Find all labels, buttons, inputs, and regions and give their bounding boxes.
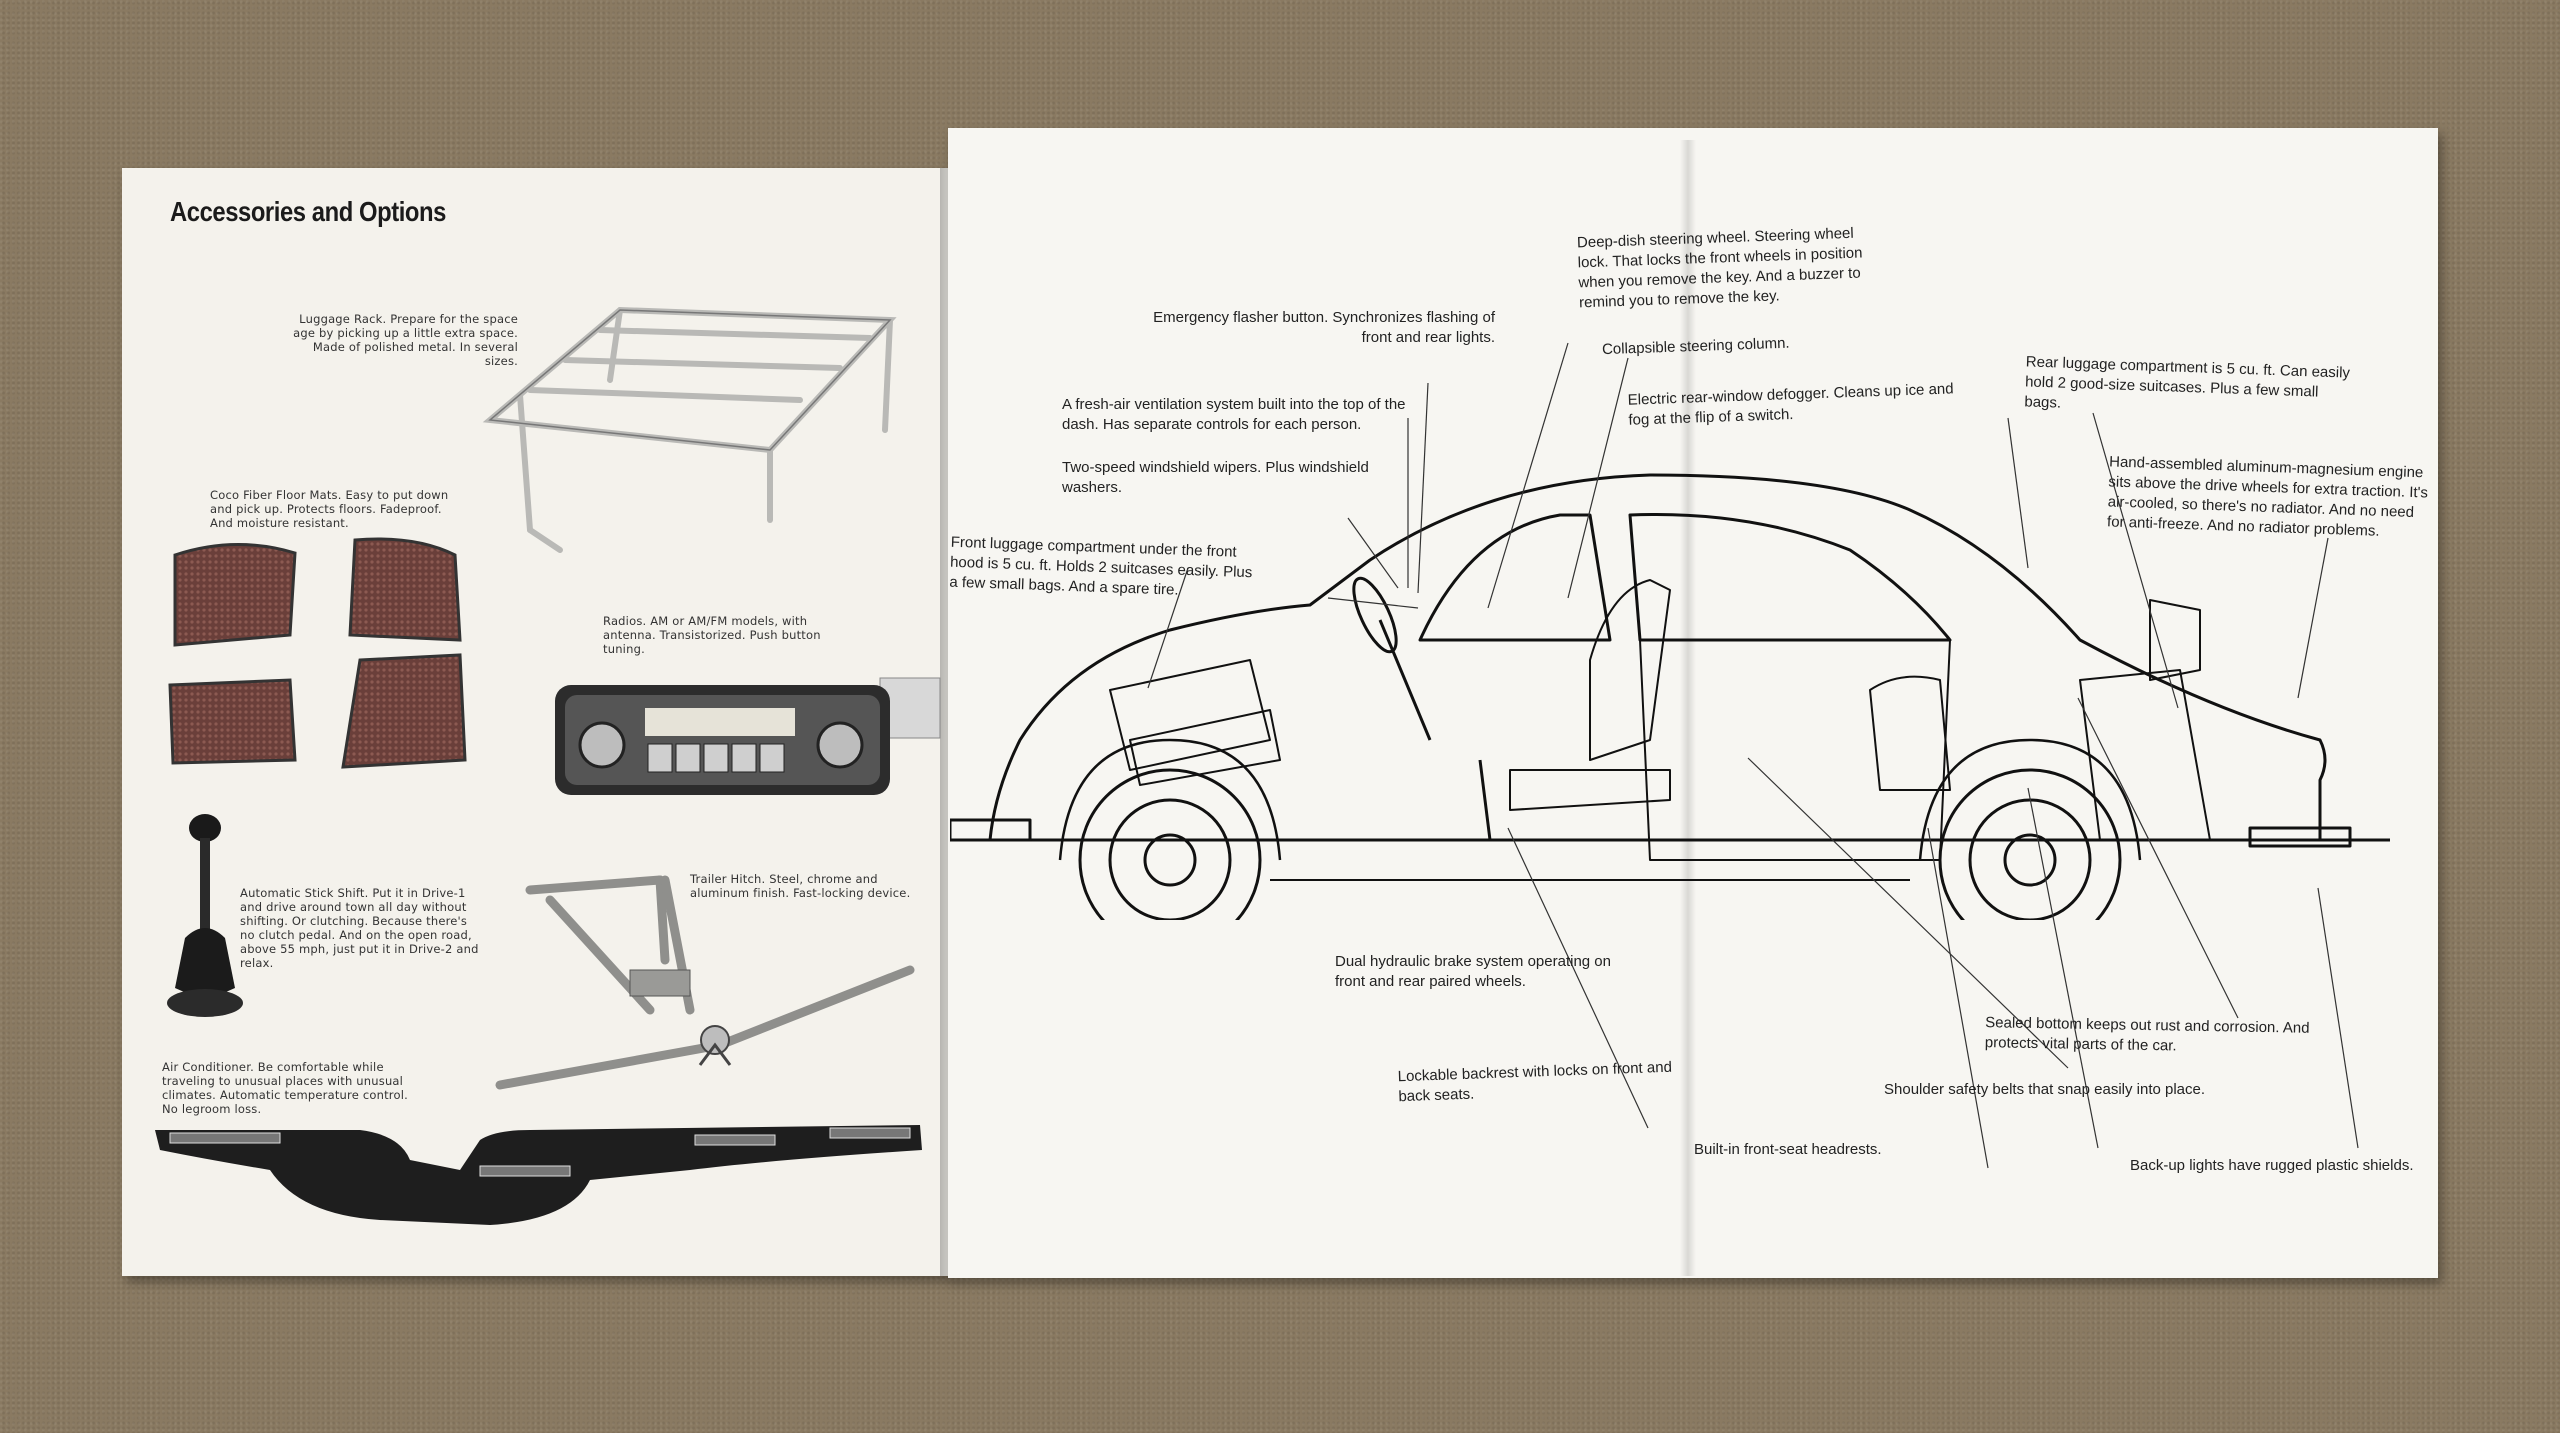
trailer-hitch-caption: Trailer Hitch. Steel, chrome and aluminu…	[690, 872, 911, 900]
car-cutaway-diagram	[950, 473, 2390, 920]
radio-image	[555, 677, 941, 795]
stick-shift-caption: Automatic Stick Shift. Put it in Drive-1…	[240, 886, 479, 970]
trailer-hitch-image	[495, 875, 915, 1090]
car-cutaway-spread	[948, 128, 2438, 1278]
rear-luggage-label: Rear luggage compartment is 5 cu. ft. Ca…	[2024, 353, 2351, 412]
engine-label: Hand-assembled aluminum-magnesium engine…	[2106, 453, 2429, 540]
luggage-rack-caption: Luggage Rack. Prepare for the space age …	[293, 312, 518, 368]
page-title: Accessories and Options	[170, 196, 446, 227]
air-conditioner-caption: Air Conditioner. Be comfortable while tr…	[162, 1060, 408, 1116]
brake-system-label: Dual hydraulic brake system operating on…	[1335, 953, 1611, 990]
spread-fold	[1680, 140, 1696, 1276]
stick-shift-image	[167, 814, 243, 1017]
windshield-wipers-label: Two-speed windshield wipers. Plus windsh…	[1062, 459, 1369, 496]
callout-leader-lines	[1147, 342, 2359, 1169]
front-luggage-label: Front luggage compartment under the fron…	[949, 533, 1253, 599]
luggage-rack-image	[482, 306, 897, 553]
headrests-label: Built-in front-seat headrests.	[1694, 1141, 1882, 1158]
floor-mats-image	[168, 537, 467, 769]
safety-belts-label: Shoulder safety belts that snap easily i…	[1884, 1081, 2206, 1098]
radio-caption: Radios. AM or AM/FM models, with antenna…	[603, 614, 821, 656]
sealed-bottom-label: Sealed bottom keeps out rust and corrosi…	[1984, 1014, 2310, 1055]
backup-lights-label: Back-up lights have rugged plastic shiel…	[2130, 1157, 2414, 1174]
air-conditioner-image	[155, 1125, 922, 1225]
steering-wheel-label: Deep-dish steering wheel. Steering wheel…	[1576, 224, 1863, 312]
ventilation-label: A fresh-air ventilation system built int…	[1062, 396, 1406, 433]
emergency-flasher-label: Emergency flasher button. Synchronizes f…	[1153, 309, 1495, 346]
floor-mats-caption: Coco Fiber Floor Mats. Easy to put down …	[210, 488, 449, 530]
